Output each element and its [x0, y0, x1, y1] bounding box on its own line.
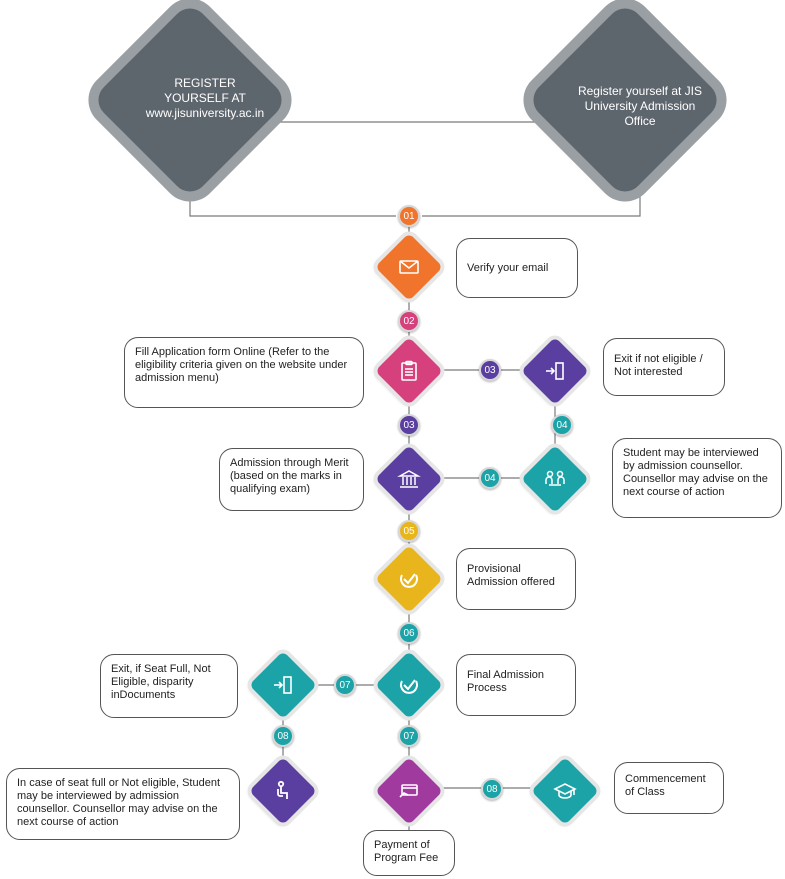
exit-seat-full-node	[249, 651, 317, 719]
check-badge-icon	[400, 573, 418, 588]
badge-01: 01	[398, 205, 420, 227]
institution-icon	[397, 470, 421, 488]
commencement-box: Commencement of Class	[614, 762, 724, 814]
card-payment-icon	[399, 784, 418, 798]
check-badge-icon	[400, 679, 418, 694]
badge-03-right: 03	[479, 359, 501, 381]
badge-04-down: 04	[551, 414, 573, 436]
verify-email-node	[375, 233, 443, 301]
commencement-node	[531, 757, 599, 825]
badge-07-down: 07	[398, 725, 420, 747]
fill-form-box: Fill Application form Online (Refer to t…	[124, 337, 364, 408]
interview-node	[521, 445, 589, 513]
graduation-cap-icon	[553, 783, 577, 799]
exit-door-icon	[274, 676, 292, 694]
payment-node	[375, 757, 443, 825]
payment-box: Payment of Program Fee	[363, 830, 455, 876]
badge-04-left: 04	[479, 467, 501, 489]
interview-box: Student may be interviewed by admission …	[612, 438, 782, 518]
final-admission-node	[375, 651, 443, 719]
badge-08-left: 08	[272, 725, 294, 747]
seat-full-interview-box: In case of seat full or Not eligible, St…	[6, 768, 240, 840]
badge-06: 06	[398, 622, 420, 644]
fill-form-node	[375, 337, 443, 405]
merit-node	[375, 445, 443, 513]
register-office-text: Register yourself at JIS University Admi…	[577, 84, 703, 128]
exit-not-eligible-box: Exit if not eligible / Not interested	[603, 338, 725, 396]
verify-email-box: Verify your email	[456, 238, 578, 298]
final-admission-box: Final Admission Process	[456, 654, 576, 716]
provisional-node	[375, 545, 443, 613]
badge-07-left: 07	[334, 674, 356, 696]
exit-not-eligible-node	[521, 337, 589, 405]
envelope-icon	[399, 260, 419, 274]
exit-door-icon	[546, 362, 564, 380]
clipboard-icon	[401, 360, 417, 381]
counselling-icon	[545, 470, 565, 486]
seated-person-icon	[277, 780, 288, 799]
merit-box: Admission through Merit (based on the ma…	[219, 448, 364, 511]
provisional-box: Provisional Admission offered	[456, 548, 576, 610]
exit-seat-full-box: Exit, if Seat Full, Not Eligible, dispar…	[100, 654, 238, 718]
badge-05: 05	[398, 520, 420, 542]
register-online-text: REGISTER YOURSELF AT www.jisuniversity.a…	[145, 76, 265, 120]
seated-person-node	[249, 757, 317, 825]
badge-08-right: 08	[481, 778, 503, 800]
badge-02: 02	[398, 310, 420, 332]
badge-03-down: 03	[398, 414, 420, 436]
